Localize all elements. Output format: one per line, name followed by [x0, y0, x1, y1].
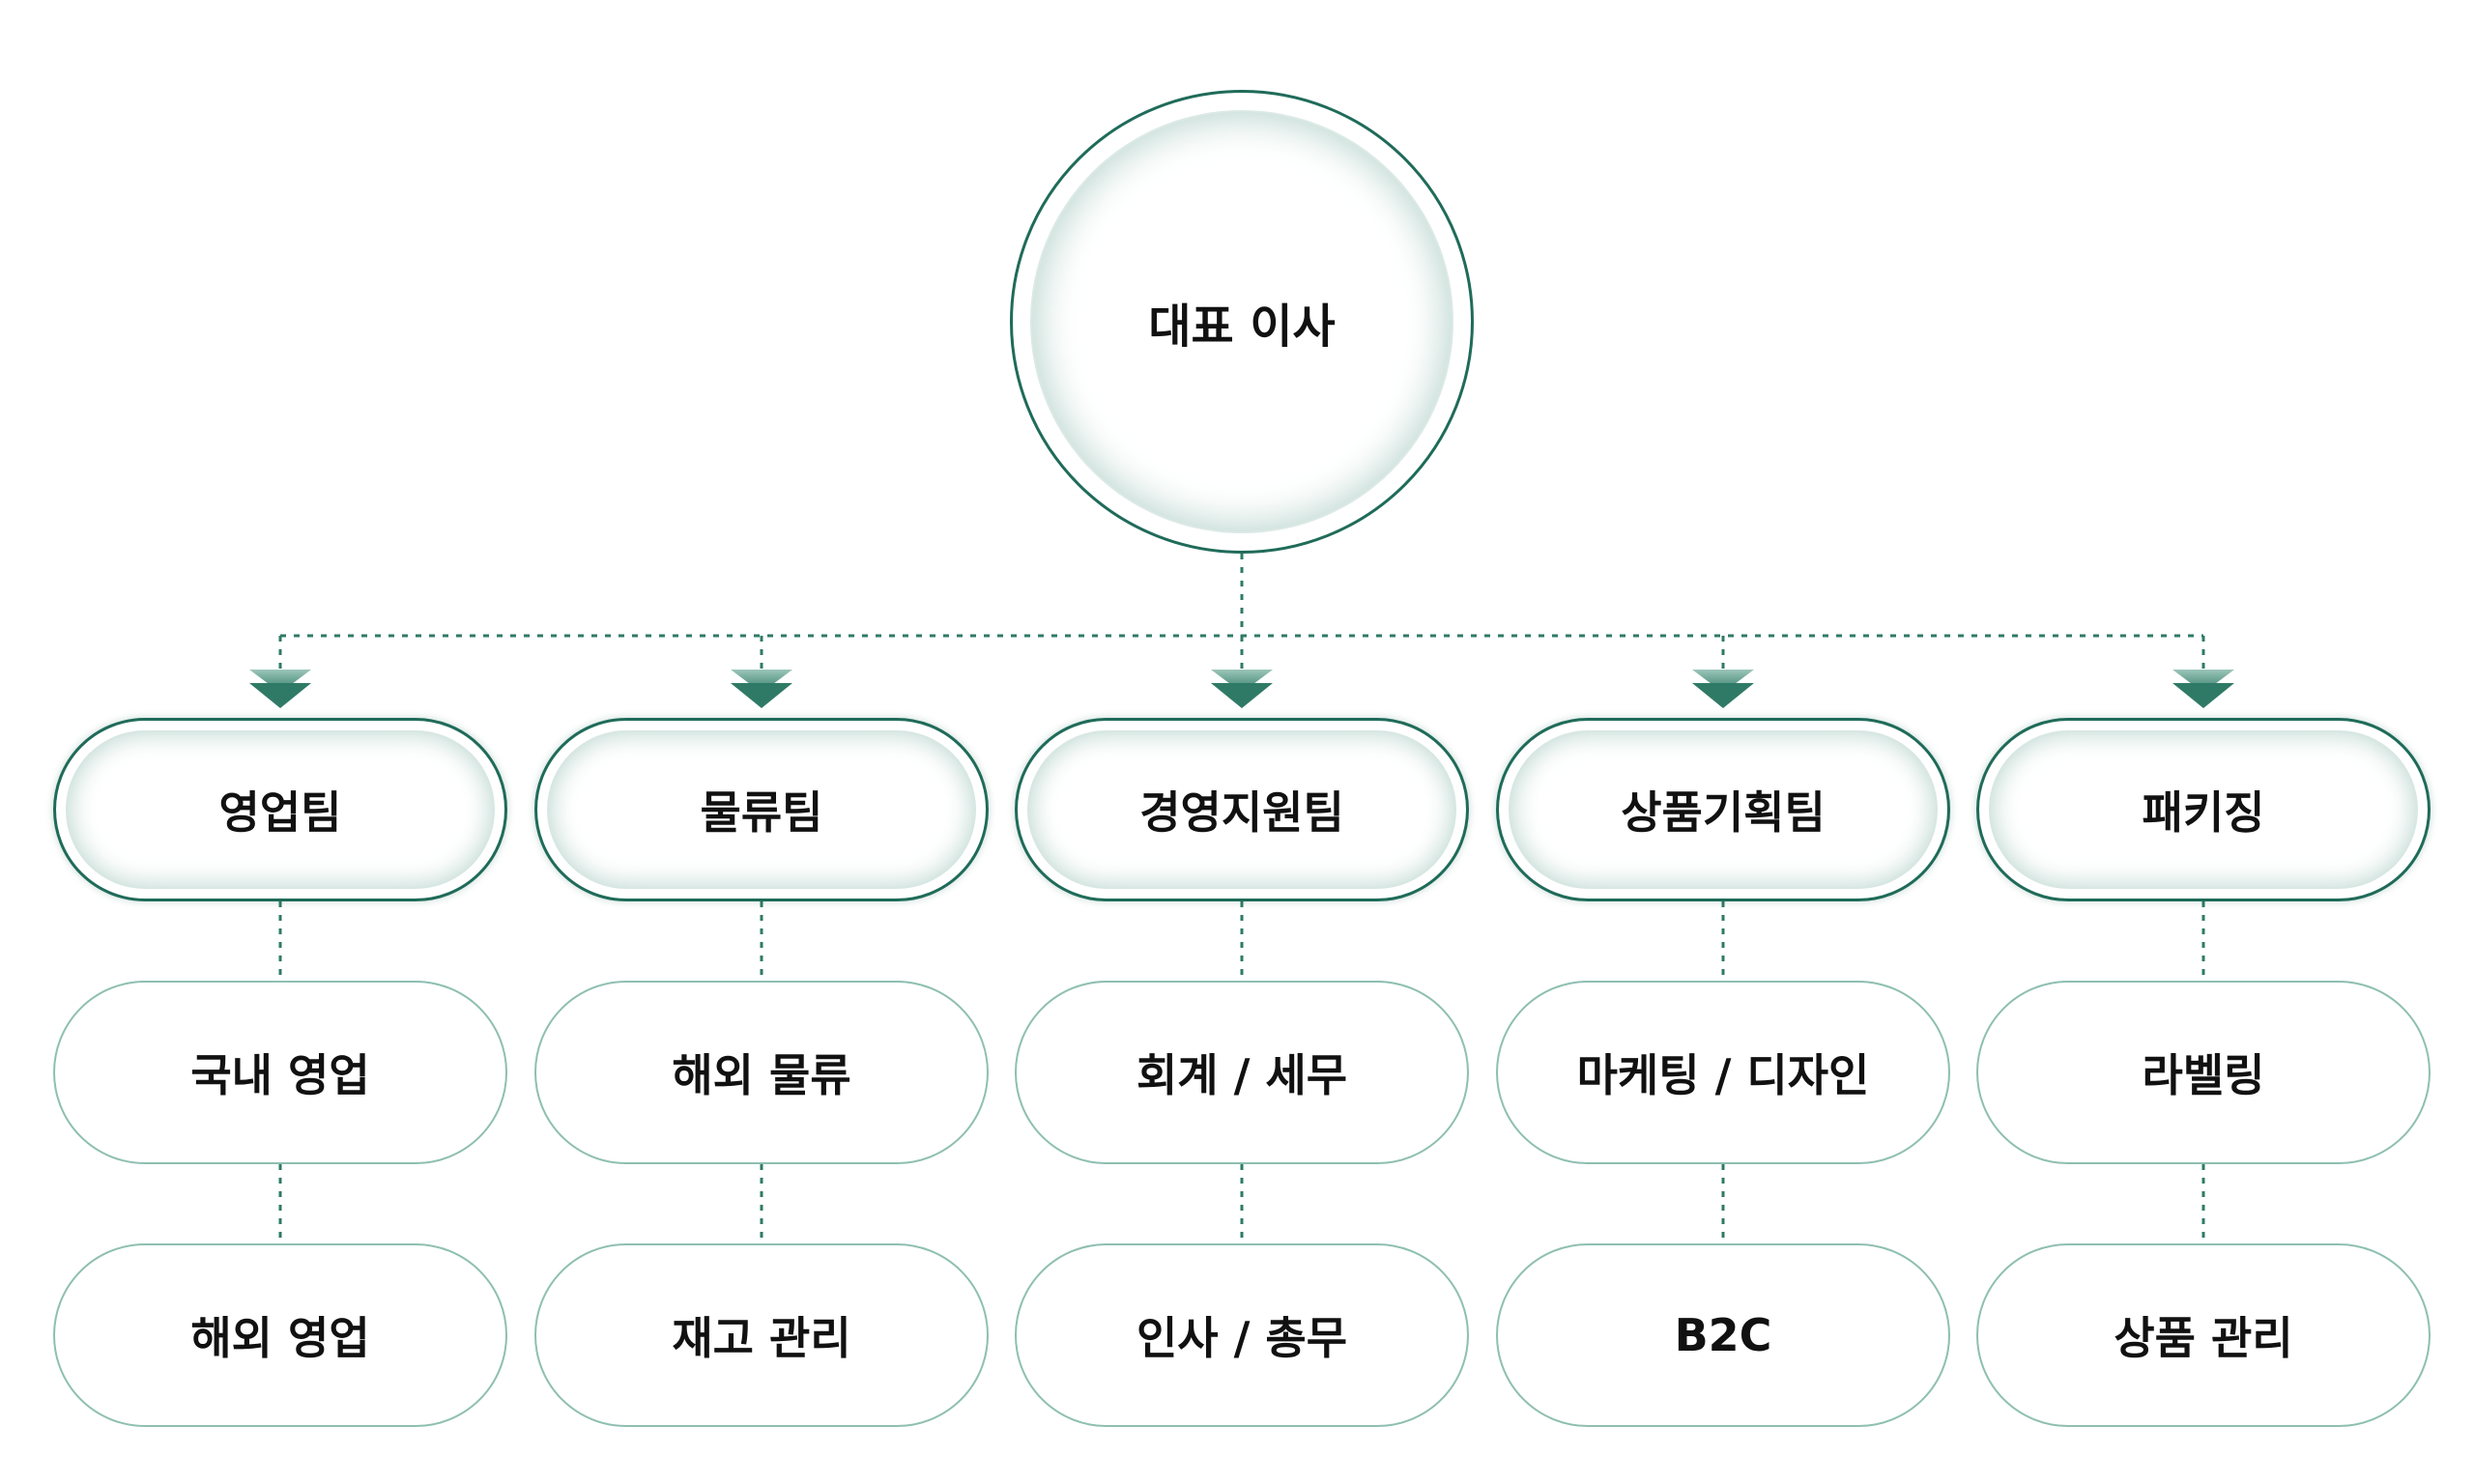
sub-node-hr-general-affairs: 인사 / 총무: [1015, 1243, 1469, 1427]
sub-node-b2c: B2C: [1496, 1243, 1950, 1427]
chevron-down-icon: [2172, 670, 2234, 708]
sub-label: 상품 관리: [2114, 1312, 2293, 1364]
team-node-management-support: 경영지원팀: [1015, 718, 1469, 901]
team-node-product-planning: 상품기획팀: [1496, 718, 1950, 901]
sub-node-accounting-tax: 회계 / 세무: [1015, 981, 1469, 1164]
sub-label: B2C: [1674, 1309, 1772, 1361]
team-label: 경영지원팀: [1139, 786, 1344, 839]
sub-node-inventory-management: 재고 관리: [534, 1243, 989, 1427]
team-label: 패키징: [2142, 786, 2265, 839]
ceo-label: 대표 이사: [1148, 300, 1336, 354]
team-node-sales: 영업팀: [53, 718, 507, 901]
chevron-down-icon: [1692, 670, 1754, 708]
team-node-packaging: 패키징: [1976, 718, 2431, 901]
sub-label: 재고 관리: [672, 1312, 851, 1364]
sub-node-domestic-sales: 국내 영업: [53, 981, 507, 1164]
sub-label: 국내 영업: [190, 1049, 370, 1101]
sub-node-overseas-logistics: 해외 물류: [534, 981, 989, 1164]
sub-label: 인사 / 총무: [1136, 1312, 1348, 1364]
team-label: 물류팀: [700, 786, 823, 839]
team-label: 영업팀: [218, 786, 342, 839]
sub-node-labeling: 라벨링: [1976, 981, 2431, 1164]
sub-label: 회계 / 세무: [1136, 1049, 1348, 1101]
sub-node-product-management: 상품 관리: [1976, 1243, 2431, 1427]
team-node-logistics: 물류팀: [534, 718, 989, 901]
ceo-node: 대표 이사: [1010, 90, 1474, 554]
chevron-down-icon: [731, 670, 792, 708]
chevron-down-icon: [1211, 670, 1273, 708]
sub-label: 해외 물류: [672, 1049, 851, 1101]
sub-label: 마케팅 / 디자인: [1576, 1049, 1870, 1101]
chevron-down-icon: [249, 670, 311, 708]
sub-label: 라벨링: [2142, 1049, 2265, 1101]
sub-node-marketing-design: 마케팅 / 디자인: [1496, 981, 1950, 1164]
sub-node-overseas-sales: 해외 영업: [53, 1243, 507, 1427]
sub-label: 해외 영업: [190, 1312, 370, 1364]
team-label: 상품기획팀: [1621, 786, 1826, 839]
